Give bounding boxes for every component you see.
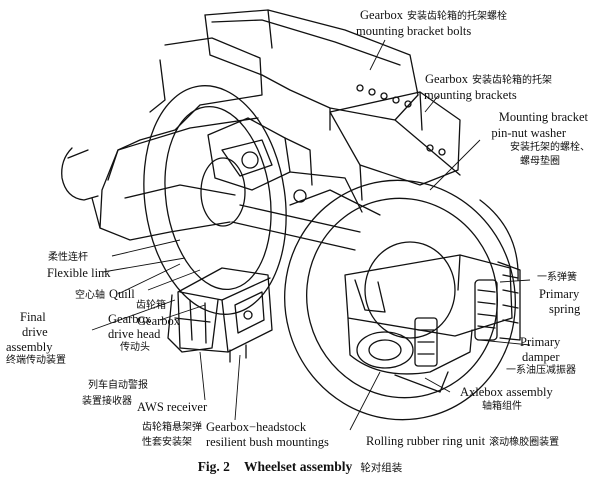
label-drivehead-line2: drive head bbox=[108, 327, 161, 341]
label-gearbox-bolts-zh: 安装齿轮箱的托架螺栓 bbox=[407, 11, 508, 22]
label-gearbox-brackets: Gearbox 安装齿轮箱的托架 bbox=[425, 70, 552, 88]
label-final-line3: assembly bbox=[6, 340, 53, 354]
label-damper-line1: Primary bbox=[520, 335, 561, 349]
label-bush-line1: Gearbox−headstock bbox=[206, 420, 307, 434]
gearbox-drive-head bbox=[177, 267, 273, 353]
label-quill-en: Quill bbox=[109, 287, 135, 301]
aws-receiver bbox=[167, 294, 247, 363]
label-quill: 空心轴 Quill bbox=[75, 285, 135, 303]
label-flexible-link-en: Flexible link bbox=[47, 266, 111, 280]
label-drivehead-zh: 传动头 bbox=[120, 342, 150, 353]
label-axlebox-zh: 轴箱组件 bbox=[482, 401, 522, 412]
label-final-line1: Final bbox=[20, 310, 46, 324]
near-wheel bbox=[284, 179, 519, 421]
label-spring-line1: Primary bbox=[539, 287, 580, 301]
label-flexible-link-zh: 柔性连杆 bbox=[48, 252, 88, 263]
label-gearbox-zh: 齿轮箱 bbox=[136, 300, 166, 311]
caption-fig-number: Fig. 2 bbox=[197, 459, 230, 474]
flexible-link-quill bbox=[207, 117, 381, 216]
label-brackets-line2: mounting brackets bbox=[424, 88, 517, 102]
figure-caption: Fig. 2 Wheelset assembly 轮对组装 bbox=[0, 458, 600, 476]
label-gearbox-brackets-en: Gearbox bbox=[425, 72, 469, 86]
gearbox-mounting-brackets bbox=[329, 84, 461, 201]
label-final-zh: 终端传动装置 bbox=[6, 355, 66, 366]
label-spring-zh: 一系弹簧 bbox=[537, 272, 577, 283]
label-gearbox-en: Gearbox bbox=[137, 314, 181, 328]
label-rolling-rubber-zh: 滚动橡胶圈装置 bbox=[489, 437, 560, 448]
label-washer-zh2: 螺母垫圈 bbox=[520, 156, 560, 167]
axlebox-assembly bbox=[344, 254, 513, 393]
axle bbox=[231, 204, 361, 251]
label-bush-line2: resilient bush mountings bbox=[206, 435, 329, 449]
label-drivehead-line1: Gearbox bbox=[108, 312, 152, 326]
label-axlebox-en: Axlebox assembly bbox=[460, 385, 553, 399]
label-washer-line2: pin-nut washer bbox=[491, 126, 566, 140]
leader-lines bbox=[91, 39, 531, 431]
caption-title: Wheelset assembly bbox=[243, 459, 353, 474]
label-aws-zh2: 装置接收器 bbox=[82, 396, 132, 407]
label-final-line2: drive bbox=[22, 325, 48, 339]
label-gearbox-bolts-en: Gearbox bbox=[360, 8, 404, 22]
bogie-frame-left bbox=[61, 37, 263, 241]
far-wheel bbox=[143, 85, 287, 315]
primary-spring bbox=[497, 261, 521, 341]
label-rolling-rubber-en: Rolling rubber ring unit bbox=[366, 434, 486, 448]
label-quill-zh: 空心轴 bbox=[75, 290, 105, 301]
label-spring-line2: spring bbox=[549, 302, 581, 316]
label-damper-line2: damper bbox=[522, 350, 560, 364]
label-aws-en: AWS receiver bbox=[137, 400, 208, 414]
label-gearbox-bolts: Gearbox 安装齿轮箱的托架螺栓 bbox=[360, 6, 507, 24]
label-washer-zh1: 安装托架的螺栓、 bbox=[510, 142, 590, 153]
label-aws-zh1: 列车自动警报 bbox=[88, 380, 148, 391]
label-gearbox-brackets-zh: 安装齿轮箱的托架 bbox=[472, 75, 553, 86]
caption-title-zh: 轮对组装 bbox=[360, 462, 403, 474]
label-bush-zh2: 性套安装架 bbox=[142, 437, 192, 448]
label-washer-line1: Mounting bracket bbox=[498, 110, 588, 124]
label-rolling-rubber: Rolling rubber ring unit 滚动橡胶圈装置 bbox=[366, 432, 559, 450]
label-bolts-line2: mounting bracket bolts bbox=[356, 24, 472, 38]
label-bush-zh1: 齿轮箱悬架弹 bbox=[142, 422, 202, 433]
label-damper-zh: 一系油压减振器 bbox=[506, 365, 576, 376]
